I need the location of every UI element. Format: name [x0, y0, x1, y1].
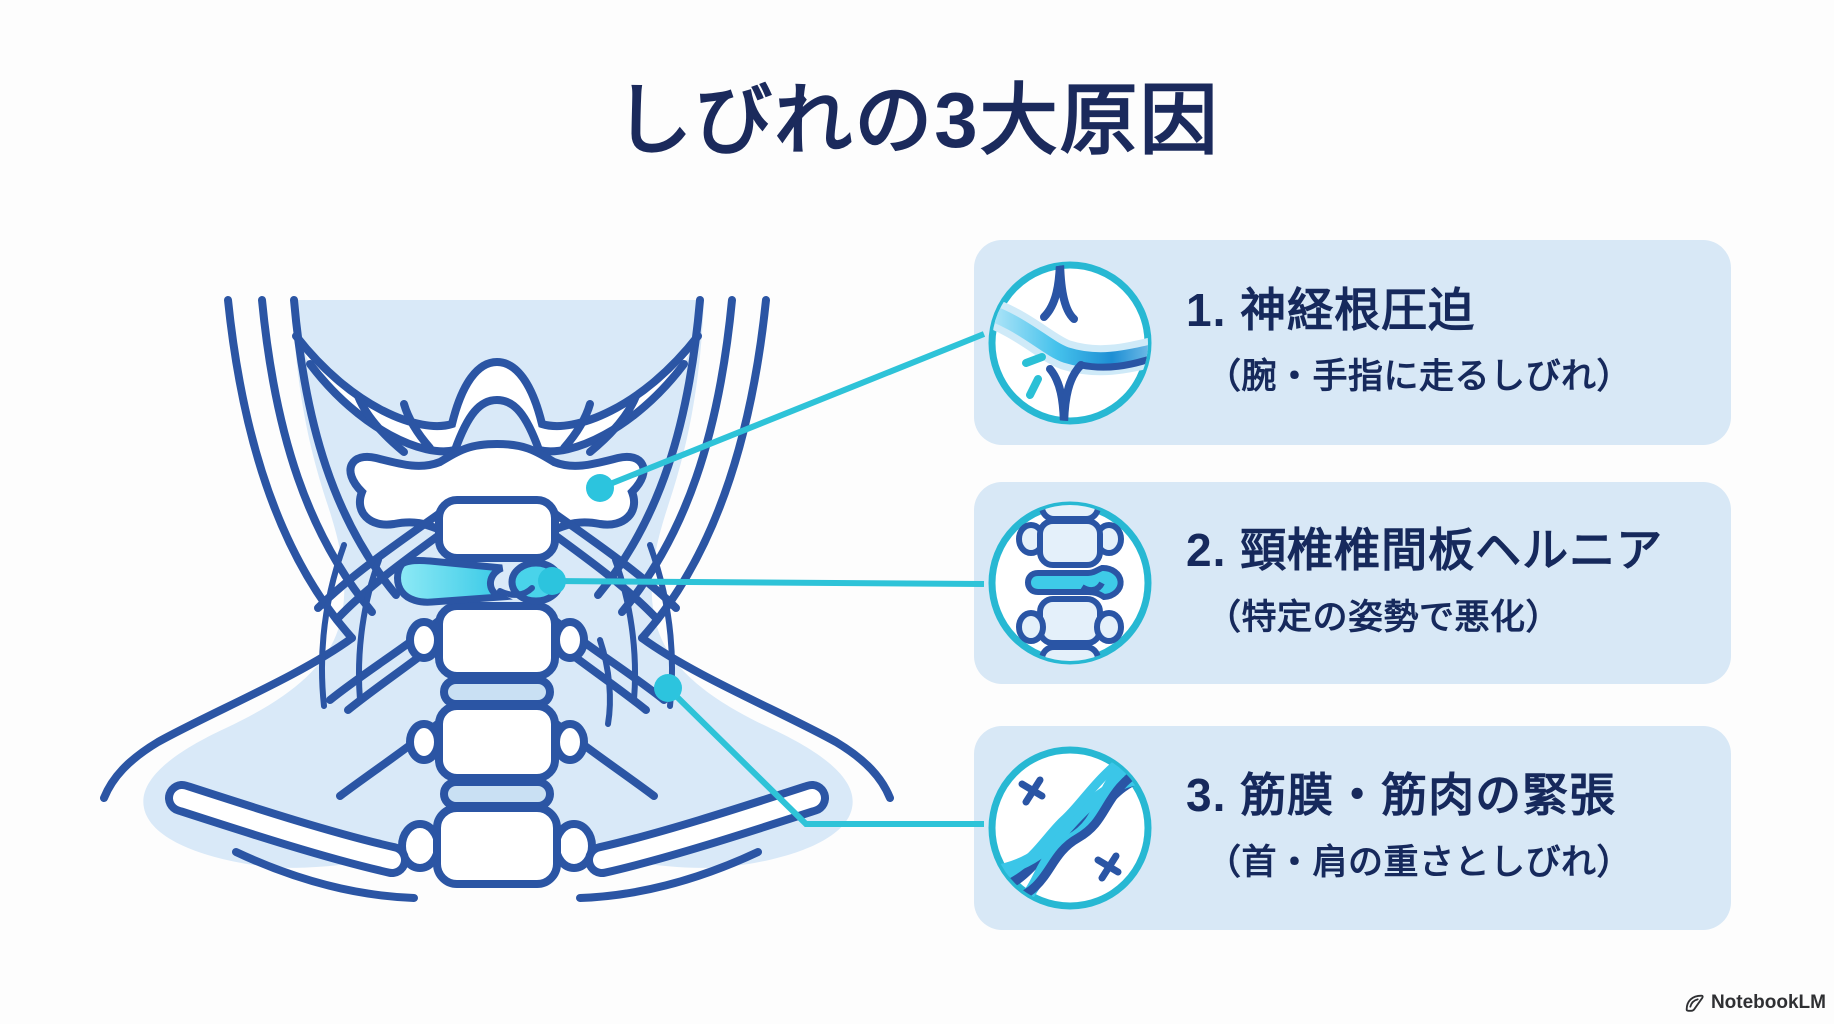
cause-title: 3. 筋膜・筋肉の緊張	[1186, 769, 1617, 822]
cause-subtitle: （腕・手指に走るしびれ）	[1206, 357, 1633, 397]
page-title: しびれの3大原因	[614, 76, 1220, 164]
muscle-tension-icon	[988, 746, 1152, 910]
cause-subtitle: （特定の姿勢で悪化）	[1206, 597, 1562, 637]
cause-card-disc-herniation: 2. 頸椎椎間板ヘルニア （特定の姿勢で悪化）	[974, 482, 1731, 684]
cause-card-nerve-root: 1. 神経根圧迫 （腕・手指に走るしびれ）	[974, 240, 1731, 445]
disc-herniation-icon	[988, 501, 1152, 665]
cause-subtitle: （首・肩の重さとしびれ）	[1206, 842, 1633, 882]
notebooklm-watermark: NotebookLM	[1683, 992, 1826, 1014]
cause-card-muscle-tension: 3. 筋膜・筋肉の緊張 （首・肩の重さとしびれ）	[974, 726, 1731, 930]
cause-title: 1. 神経根圧迫	[1186, 283, 1476, 336]
watermark-text: NotebookLM	[1710, 992, 1826, 1013]
cause-title: 2. 頸椎椎間板ヘルニア	[1186, 524, 1664, 577]
notebooklm-logo-icon	[1685, 994, 1704, 1012]
pinched-nerve-icon	[988, 261, 1152, 424]
